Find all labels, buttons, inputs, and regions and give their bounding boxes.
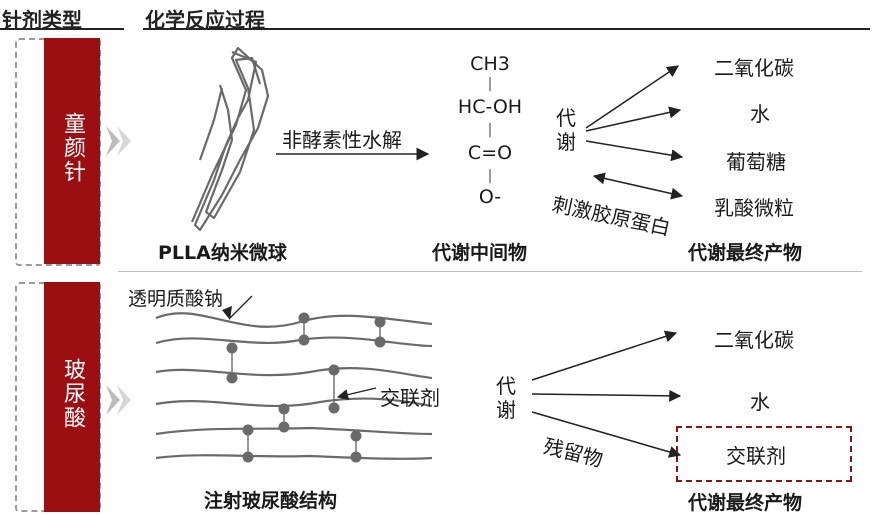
crosslinker-pointer xyxy=(336,387,377,401)
product-lactic-particles: 乳酸微粒 xyxy=(714,196,794,220)
ha-chain xyxy=(155,336,433,348)
row1-metabolism-text: 代谢 xyxy=(556,106,576,154)
row2-products-caption: 代谢最终产物 xyxy=(688,492,803,514)
plla-microsphere-icon xyxy=(190,46,270,232)
arrow-to-glucose xyxy=(585,140,684,162)
header-needle-type-underline xyxy=(0,28,124,30)
product2-co2: 二氧化碳 xyxy=(714,328,794,352)
product-co2: 二氧化碳 xyxy=(714,56,794,80)
arrow2-to-co2 xyxy=(531,330,678,381)
row2-metabolism-label: 代谢 xyxy=(496,374,520,422)
row2-category-label: 玻尿酸 xyxy=(47,358,97,439)
ha-chain xyxy=(155,312,433,328)
row-divider xyxy=(118,271,862,272)
ha-chain xyxy=(155,397,433,408)
row2-metabolism-text: 代谢 xyxy=(496,374,516,422)
arrow-to-water xyxy=(585,106,682,132)
material-caption: PLLA纳米微球 xyxy=(158,242,287,264)
header-reaction-process-underline xyxy=(143,28,870,30)
ha-label-pointer-head xyxy=(222,306,232,320)
chem-line: O- xyxy=(478,186,502,208)
intermediate-structure: CH3 | HC-OH | C=O | O- xyxy=(440,52,540,210)
arrow2-to-residue xyxy=(531,411,682,458)
row1-metabolism-label: 代谢 xyxy=(556,106,580,154)
ha-label-pointer xyxy=(229,295,253,319)
row2-category-bar xyxy=(44,282,100,512)
row1-category-label: 童颜针 xyxy=(47,112,97,193)
ha-chain xyxy=(155,367,433,380)
arrow2-to-water xyxy=(531,389,682,402)
row1-products-caption: 代谢最终产物 xyxy=(688,242,803,264)
row2-chevron-icon xyxy=(106,385,131,415)
hyaluronic-structure-diagram xyxy=(155,312,433,460)
arrow-to-co2 xyxy=(585,65,679,129)
chem-line: HC-OH xyxy=(457,96,523,118)
process-label: 非酵素性水解 xyxy=(282,128,402,152)
row1-category-bar xyxy=(44,38,100,264)
chem-bond: | xyxy=(487,122,493,138)
ha-label: 透明质酸钠 xyxy=(128,288,224,310)
residue-highlight-box xyxy=(676,426,852,482)
arrow-collagen xyxy=(592,172,684,200)
row2-category-text: 玻尿酸 xyxy=(60,358,85,430)
row1-chevron-icon xyxy=(106,126,131,156)
crosslinker-label: 交联剂 xyxy=(380,386,440,410)
intermediate-caption: 代谢中间物 xyxy=(432,242,528,264)
structure-caption: 注射玻尿酸结构 xyxy=(204,490,338,512)
product2-water: 水 xyxy=(750,390,770,414)
ha-chain xyxy=(155,454,433,460)
chem-line: C=O xyxy=(467,142,513,164)
row1-category-text: 童颜针 xyxy=(60,112,85,184)
product2-crosslinker: 交联剂 xyxy=(726,444,786,468)
crosslink-nodes xyxy=(226,312,386,463)
ha-chain xyxy=(155,426,433,436)
chem-bond: | xyxy=(487,168,493,184)
chem-line: CH3 xyxy=(470,53,510,75)
product-glucose: 葡萄糖 xyxy=(726,150,786,174)
chem-bond: | xyxy=(487,76,493,92)
product-water: 水 xyxy=(750,102,770,126)
